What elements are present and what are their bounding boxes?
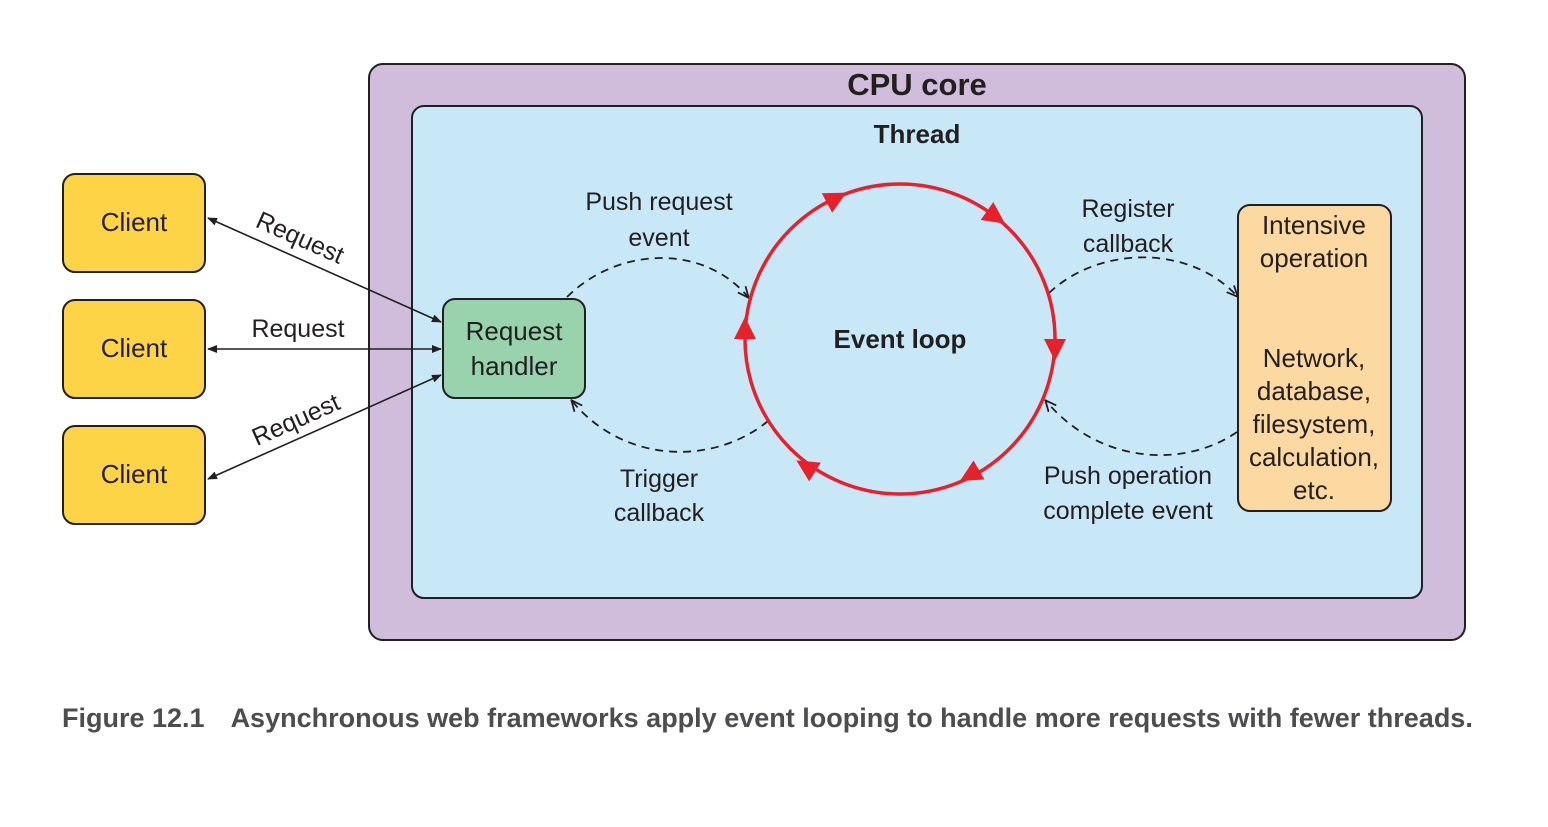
loop-arrowhead-bottom-left [796,460,821,482]
request-arrow-3 [207,374,442,480]
client-3: Client [62,425,206,525]
trigger-callback-arc [572,401,769,453]
intensive-detail-1: Network, [1263,343,1366,373]
client-3-label: Client [101,459,168,489]
push-complete-arc [1046,401,1238,456]
push-request-label-1: Push request [585,188,732,216]
figure-number: Figure 12.1 [62,703,205,733]
request-label-3: Request [248,388,345,451]
loop-arrowhead-top-left [821,192,847,213]
trigger-callback-label-1: Trigger [620,465,698,493]
register-callback-arc [1048,256,1237,296]
loop-arrowhead-right [1044,339,1066,361]
intensive-operation-line2: operation [1260,243,1368,273]
loop-arrowhead-bottom-right [959,460,985,481]
push-complete-label-2: complete event [1043,497,1213,525]
intensive-operation-box: Intensive operation Network, database, f… [1237,204,1392,512]
request-handler-box: Request handler [442,298,586,399]
request-arrow-1 [207,217,442,323]
trigger-callback-label-2: callback [614,499,705,527]
client-2-label: Client [101,333,168,363]
figure-caption-text: Asynchronous web frameworks apply event … [230,703,1473,733]
thread-label: Thread [874,119,961,149]
loop-arrowhead-top-right [980,201,1006,224]
register-callback-label-1: Register [1081,195,1174,223]
cpu-core-label: CPU core [847,67,987,102]
push-request-arc [566,257,748,297]
intensive-detail-4: calculation, [1249,442,1379,472]
register-callback-label-2: callback [1083,230,1174,258]
intensive-detail-2: database, [1257,376,1371,406]
figure-caption: Figure 12.1 Asynchronous web frameworks a… [62,698,1482,739]
client-1: Client [62,173,206,273]
event-loop-arrowheads [734,192,1066,482]
event-loop-label: Event loop [834,324,967,354]
request-label-2: Request [251,315,344,343]
client-1-label: Client [101,207,168,237]
client-2: Client [62,299,206,399]
intensive-operation-line1: Intensive [1262,210,1366,240]
push-request-label-2: event [628,224,689,252]
intensive-detail-3: filesystem, [1253,409,1376,439]
request-handler-line2: handler [471,351,558,381]
request-handler-line1: Request [466,316,564,346]
push-complete-label-1: Push operation [1044,462,1212,490]
intensive-detail-5: etc. [1293,475,1335,505]
request-label-1: Request [252,206,349,269]
loop-arrowhead-left [734,317,756,339]
